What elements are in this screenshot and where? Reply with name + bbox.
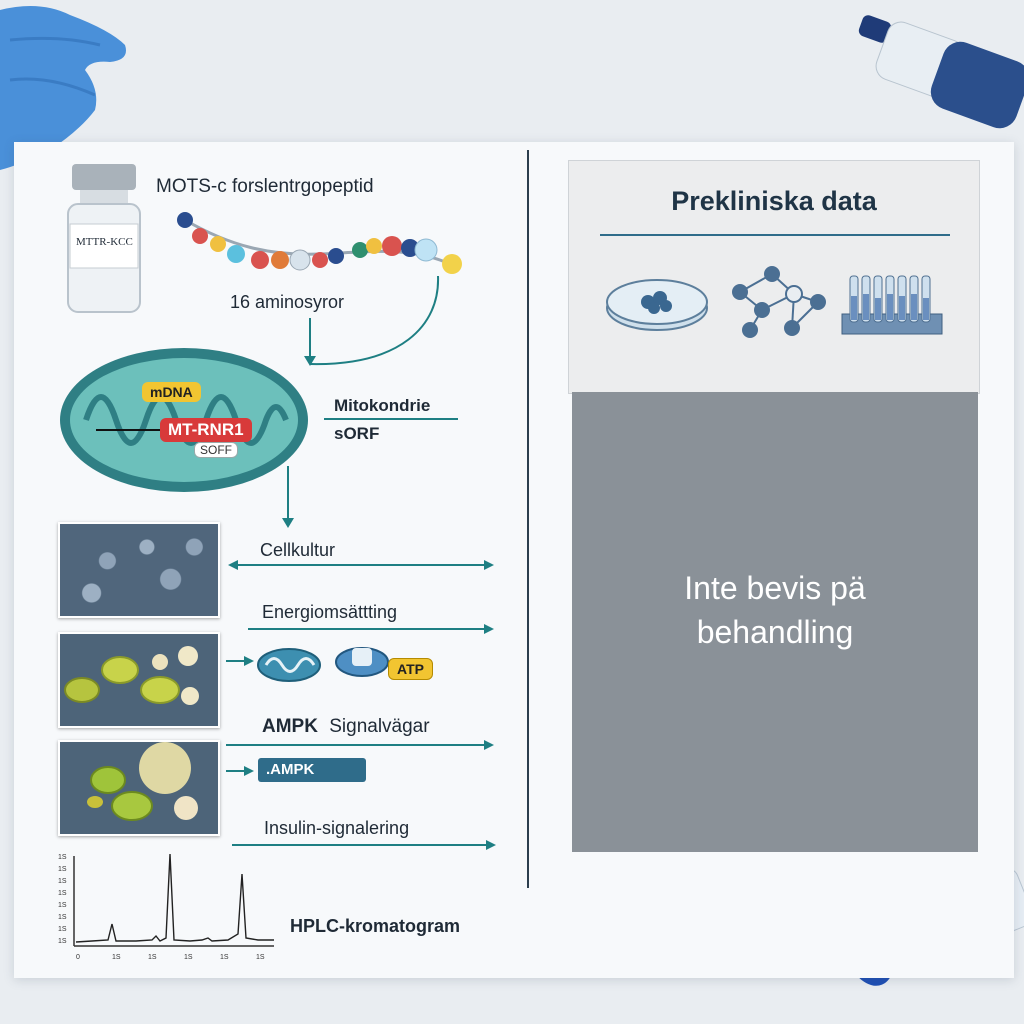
hplc-y-tick: 1S: [58, 878, 67, 885]
network-icon: [732, 266, 826, 338]
hplc-x-ticks: 0 1S 1S 1S 1S 1S: [74, 954, 274, 966]
energy-label: Energiomsättting: [262, 602, 398, 622]
hplc-chromatogram: [73, 853, 274, 947]
hplc-y-tick: 1S: [58, 914, 67, 921]
column-divider: [527, 150, 529, 888]
hplc-x-tick: 1S: [220, 954, 229, 961]
atp-synthase-icon: [335, 647, 389, 677]
vial-label: MTTR-KCC: [76, 236, 133, 248]
hplc-y-tick: 1S: [58, 926, 67, 933]
ampk-bold: AMPK: [262, 716, 318, 737]
atp-badge: ATP: [388, 658, 433, 680]
hplc-title: HPLC-kromatogram: [290, 916, 461, 936]
hplc-y-tick: 1S: [58, 854, 67, 861]
hplc-x-tick: 0: [76, 954, 80, 961]
hplc-x-tick: 1S: [184, 954, 193, 961]
hplc-y-tick: 1S: [58, 902, 67, 909]
energy-small-arrow: [226, 656, 254, 666]
mdna-label: mDNA: [142, 382, 201, 402]
vial-icon: [67, 164, 141, 313]
insulin-label: Insulin-signalering: [264, 818, 410, 838]
mito-caption-underline: [324, 418, 458, 420]
pipette-icon: [858, 15, 1024, 129]
sorf-caption: sORF: [334, 424, 380, 443]
hplc-x-tick: 1S: [112, 954, 121, 961]
preclinical-heading: Prekliniska data: [671, 186, 877, 216]
test-tube-rack-icon: [841, 275, 943, 335]
ampk-label: AMPK Signalvägar: [262, 716, 430, 738]
energy-image: [58, 632, 220, 728]
cell-culture-image: [58, 522, 220, 618]
ampk-box: .AMPK: [258, 758, 366, 782]
ampk-small-arrow: [226, 766, 254, 776]
hplc-y-tick: 1S: [58, 938, 67, 945]
sorf-small-label: SOFF: [194, 442, 238, 458]
arrow-mito-to-culture: [282, 466, 294, 528]
ampk-image: [58, 740, 220, 836]
peptide-title: MOTS-c forslentrgopeptid: [156, 176, 374, 197]
energy-arrow: [248, 624, 494, 634]
disclaimer-line-1: Inte bevis pä: [684, 570, 866, 606]
disclaimer-text: Inte bevis pä behandling: [572, 566, 978, 654]
hplc-y-tick: 1S: [58, 866, 67, 873]
disclaimer-line-2: behandling: [696, 614, 854, 650]
glove-icon: [0, 6, 126, 170]
petri-dish-icon: [606, 279, 708, 331]
preclinical-heading-underline: [600, 234, 950, 236]
ampk-arrow: [226, 740, 494, 750]
cell-culture-label: Cellkultur: [260, 540, 336, 560]
mito-caption: Mitokondrie: [334, 396, 431, 415]
disclaimer-panel: [572, 392, 978, 852]
arrow-peptide-to-mito: [304, 318, 316, 366]
hplc-y-tick: 1S: [58, 890, 67, 897]
peptide-length-label: 16 aminosyror: [230, 292, 345, 312]
peptide-chain-icon: [177, 212, 462, 366]
hplc-y-ticks: 1S 1S 1S 1S 1S 1S 1S 1S: [58, 854, 72, 950]
hplc-x-tick: 1S: [148, 954, 157, 961]
cell-culture-arrow: [228, 560, 494, 570]
gene-label: MT-RNR1: [160, 418, 252, 442]
hplc-x-tick: 1S: [256, 954, 265, 961]
ampk-rest: Signalvägar: [329, 716, 430, 737]
mitochondrion-small-icon: [257, 648, 321, 682]
insulin-arrow: [232, 840, 496, 850]
